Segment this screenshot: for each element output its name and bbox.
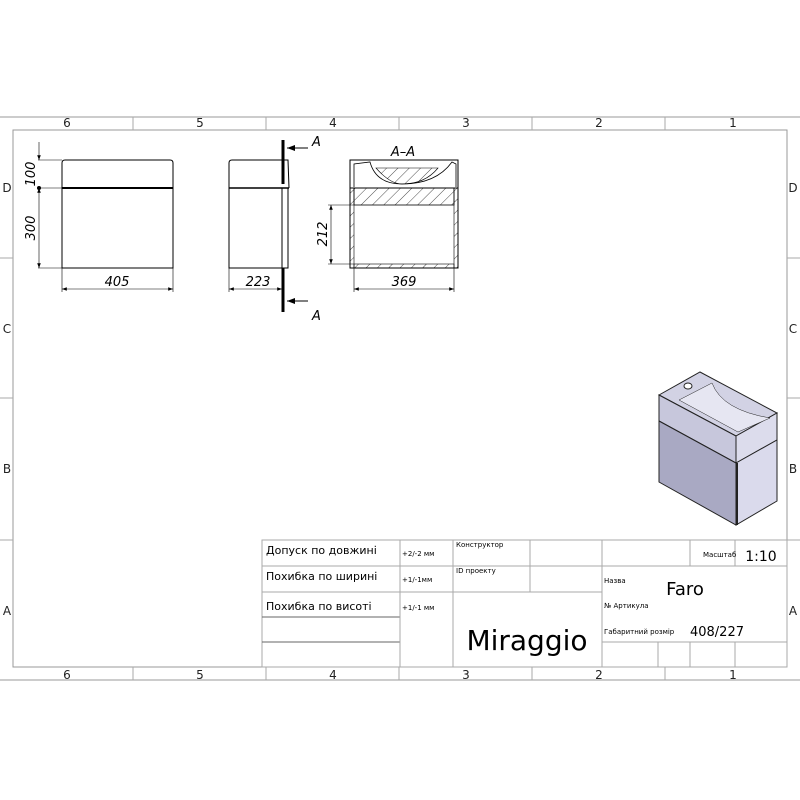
product-name: Faro: [666, 579, 704, 600]
tolerance-width-label: Похибка по ширині: [266, 570, 377, 583]
section-title: A–A: [390, 145, 415, 160]
section-mark-top: A: [311, 135, 321, 150]
column-label: 3: [462, 668, 470, 682]
front-view: 100 300 405: [24, 142, 174, 292]
overall-size-label: Габаритний розмір: [604, 628, 675, 636]
tolerance-length-label: Допуск по довжині: [266, 544, 377, 557]
row-label: A: [3, 604, 12, 618]
article-label: № Артикула: [604, 602, 649, 610]
tolerance-length-value: +2/-2 мм: [402, 550, 434, 558]
section-mark-bottom: A: [311, 309, 321, 324]
column-label: 6: [63, 116, 71, 130]
row-label: B: [3, 462, 11, 476]
designer-label: Конструктор: [456, 541, 504, 549]
row-label: D: [788, 181, 797, 195]
overall-size-value: 408/227: [690, 625, 744, 640]
column-labels-top: 6 5 4 3 2 1: [63, 116, 737, 130]
column-label: 1: [729, 116, 737, 130]
row-label: D: [2, 181, 11, 195]
dim-top-height: 100: [24, 162, 39, 187]
row-label: B: [789, 462, 797, 476]
row-label: C: [789, 322, 797, 336]
dim-section-width: 369: [392, 275, 417, 290]
section-view: A–A 212 369: [316, 145, 459, 292]
column-labels-bottom: 6 5 4 3 2 1: [63, 668, 737, 682]
column-label: 3: [462, 116, 470, 130]
dim-inner-height: 212: [316, 222, 331, 247]
side-view: A A 223: [228, 135, 321, 324]
tolerance-height-label: Похибка по висоті: [266, 600, 372, 613]
scale-value: 1:10: [745, 549, 776, 565]
column-label: 5: [196, 116, 204, 130]
dim-body-height: 300: [24, 216, 39, 241]
tolerance-height-value: +1/-1 мм: [402, 604, 434, 612]
title-block: Допуск по довжині +2/-2 мм Похибка по ши…: [261, 539, 788, 668]
column-label: 4: [329, 668, 337, 682]
dim-depth: 223: [246, 275, 271, 290]
isometric-render: [657, 371, 779, 526]
tolerance-width-value: +1/-1мм: [402, 576, 432, 584]
column-label: 2: [595, 116, 603, 130]
column-label: 6: [63, 668, 71, 682]
column-label: 2: [595, 668, 603, 682]
column-label: 5: [196, 668, 204, 682]
dim-width: 405: [105, 275, 130, 290]
name-label: Назва: [604, 577, 626, 585]
column-label: 1: [729, 668, 737, 682]
scale-label: Масштаб: [703, 551, 736, 559]
project-id-label: ID проекту: [456, 567, 496, 575]
row-label: C: [3, 322, 11, 336]
row-labels: D C B A D C B A: [2, 181, 798, 618]
brand-name: Miraggio: [466, 624, 587, 657]
row-label: A: [789, 604, 798, 618]
column-label: 4: [329, 116, 337, 130]
